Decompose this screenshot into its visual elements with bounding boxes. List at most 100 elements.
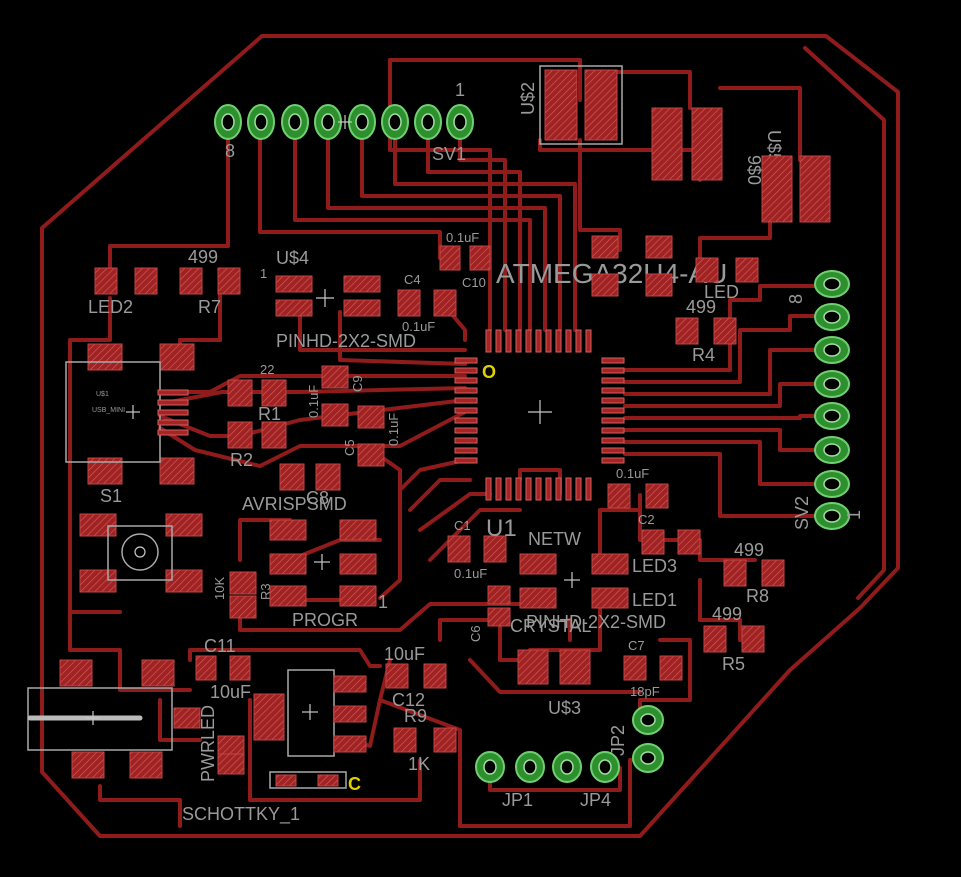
progr-pin1: 1 [378,592,388,612]
progr-header: PROGR 1 [269,519,388,630]
c2-value: 0.1uF [616,466,649,481]
c4-capacitor: C4 0.1uF [397,272,457,334]
c12-label: C12 [392,690,425,710]
sv1-label: SV1 [432,144,466,164]
sv2-header: SV2 8 1 [786,270,864,530]
mcu-chip: O [454,329,625,501]
c12-value: 10uF [384,644,425,664]
c11-value: 10uF [210,682,251,702]
tactile-switch [79,513,203,593]
c4-label: C4 [404,272,421,287]
c10-capacitor: 0.1uF C10 [439,230,491,290]
jp1-label: JP1 [502,790,533,810]
c2-capacitor: 0.1uF C2 [607,466,669,527]
c7-capacitor: C7 18pF [623,638,683,699]
r3-value: 10K [212,577,227,600]
mcu-pins-bottom [485,477,592,501]
led2-label: LED2 [88,297,133,317]
c9-label: C9 [350,375,365,392]
netw-network: NETW [519,529,629,609]
c11-capacitor: C11 10uF [195,636,251,702]
leds-right: LED3 LED1 499 R8 499 R5 [632,529,785,674]
crystal-label: CRYSTAL [510,616,591,636]
us3-component: U$3 [517,649,591,718]
jumpers: JP1 JP4 JP2 [475,705,664,810]
r5-value: 499 [712,604,742,624]
c12-capacitor: 10uF C12 [384,644,447,710]
led1-label: LED1 [632,590,677,610]
crystal: CRYSTAL C6 PINHD-2X2-SMD [468,585,666,642]
c1-label: C1 [454,518,471,533]
pwrled-label: PWRLED [198,705,218,782]
r3-resistor: 10K R3 [212,571,273,619]
r1-value: 22 [260,362,274,377]
us4-pin1: 1 [260,266,267,281]
led3-label: LED3 [632,556,677,576]
c9-value: 0.1uF [306,385,321,418]
usb-connector: U$1 USB_MINI S1 [65,343,195,506]
jp2-label: JP2 [608,725,628,756]
r8-value: 499 [734,540,764,560]
r7-value: 499 [188,247,218,267]
mcu-pins-left [454,357,478,464]
us3-label: U$3 [548,698,581,718]
mcu-pins-top [485,329,592,353]
u1-label: U1 [486,515,517,542]
c5-value: 0.1uF [386,413,401,446]
pin1-marker: O [482,362,496,382]
netw-label: NETW [528,529,581,549]
us4-header: U$4 1 PINHD-2X2-SMD [260,248,416,351]
progr-label: PROGR [292,610,358,630]
c5-label: C5 [342,439,357,456]
r2-label: R2 [230,450,253,470]
r8-label: R8 [746,586,769,606]
us5-label: U$5 [764,130,784,163]
sv2-pin8: 8 [786,294,806,304]
r4-resistor: 499 R4 [675,297,737,365]
c8-avrisp: C8 AVRISPSMD [242,463,347,514]
us6-label: 9$0 [744,155,764,185]
sv1-header: 8 1 SV1 [214,80,474,164]
r9-resistor: R9 1K [393,706,457,774]
c8-label: C8 [306,488,329,508]
c7-label: C7 [628,638,645,653]
c11-label: C11 [204,636,236,656]
c9-c5: 0.1uF C9 C5 0.1uF [306,365,401,467]
c7-value: 18pF [630,684,660,699]
voltage-regulator [253,669,367,757]
usb2-label: U$2 [518,82,538,115]
c1-value: 0.1uF [454,566,487,581]
r1-label: R1 [258,404,281,424]
r4-value: 499 [686,297,716,317]
sv2-pin1: 1 [844,510,864,520]
usb-small-label1: U$1 [96,391,109,398]
led-top-label: LED [704,282,739,302]
us4-part: PINHD-2X2-SMD [276,331,416,351]
avrispsmd-label: AVRISPSMD [242,494,347,514]
r9-label: R9 [404,706,427,726]
us4-label: U$4 [276,248,309,268]
us3-part: PINHD-2X2-SMD [526,612,666,632]
r3-label: R3 [258,583,273,600]
r9-value: 1K [408,754,430,774]
jp4-label: JP4 [580,790,611,810]
board-outline [40,34,900,838]
led2-r7: LED2 499 R7 [88,247,241,317]
s1-label: S1 [100,486,122,506]
r4-label: R4 [692,345,715,365]
schottky-diode: C SCHOTTKY_1 [182,771,361,825]
r7-label: R7 [198,297,221,317]
sv1-pin1-label: 1 [455,80,465,100]
c10-value: 0.1uF [446,230,479,245]
c10-label: C10 [462,275,486,290]
top-caps: LED [591,235,759,302]
sv1-pin8-label: 8 [225,141,235,161]
power-jack [27,659,175,779]
c2-label: C2 [638,512,655,527]
r1-r2: 22 R1 R2 [227,362,287,470]
mcu-pins-right [601,357,625,464]
cathode-marker: C [348,774,361,794]
sv2-label: SV2 [792,496,812,530]
usb2-component: U$2 U$5 9$0 [518,65,831,223]
pwrled: PWRLED [173,705,245,782]
